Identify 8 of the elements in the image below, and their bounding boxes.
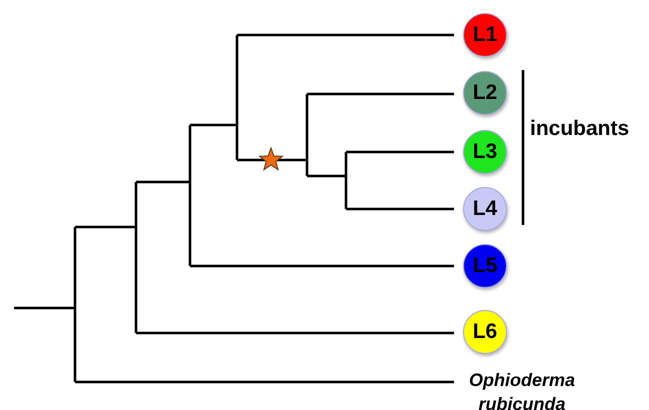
leaf-circle: L6	[463, 310, 507, 354]
group-label: incubants	[530, 117, 630, 141]
taxon-name: Ophioderma rubicunda	[457, 368, 587, 410]
leaf-circle: L3	[463, 130, 507, 174]
leaf-circle: L1	[463, 13, 507, 57]
leaf-circle: L4	[463, 187, 507, 231]
leaf-circle: L5	[463, 244, 507, 288]
leaf-circle: L2	[463, 71, 507, 115]
